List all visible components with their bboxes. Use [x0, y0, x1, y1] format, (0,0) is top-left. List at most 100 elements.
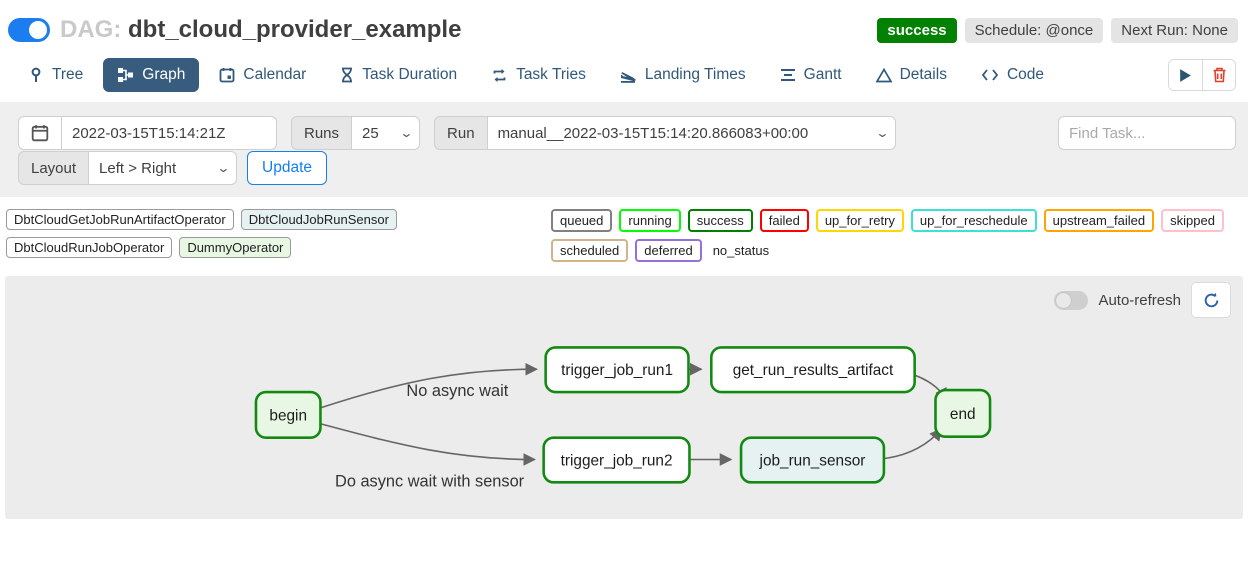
refresh-icon: [1204, 292, 1218, 307]
tab-label: Task Tries: [516, 66, 586, 83]
hourglass-icon: [340, 67, 354, 83]
tab-task-duration[interactable]: Task Duration: [326, 58, 471, 92]
tab-label: Gantt: [803, 66, 842, 83]
status-chip-upstream_failed[interactable]: upstream_failed: [1043, 209, 1155, 232]
tab-label: Landing Times: [644, 66, 746, 83]
edge-label: No async wait: [406, 382, 508, 400]
tab-calendar[interactable]: Calendar: [205, 58, 320, 92]
operator-chip: DummyOperator: [179, 237, 292, 258]
layout-label: Layout: [18, 151, 90, 185]
chevron-down-icon: ⌄: [399, 126, 414, 140]
tab-tree[interactable]: Tree: [14, 58, 97, 92]
run-select[interactable]: manual__2022-03-15T15:14:20.866083+00:00…: [487, 116, 896, 150]
dag-pause-toggle[interactable]: [8, 18, 50, 42]
tab-label: Tree: [52, 66, 84, 83]
status-chip-scheduled[interactable]: scheduled: [551, 239, 629, 262]
refresh-button[interactable]: [1191, 282, 1231, 318]
dag-name-label: dbt_cloud_provider_example: [128, 16, 462, 43]
operator-chip: DbtCloudGetJobRunArtifactOperator: [6, 209, 234, 230]
next-run-badge: Next Run: None: [1111, 17, 1238, 43]
status-chip-running[interactable]: running: [619, 209, 681, 232]
view-tabs: Tree Graph Calendar Task Duration Task Tries…: [14, 58, 1058, 92]
layout-group: Layout Left > Right⌄: [18, 151, 238, 185]
auto-refresh-label: Auto-refresh: [1098, 291, 1181, 309]
run-label: Run: [434, 116, 488, 150]
edge-label: Do async wait with sensor: [335, 472, 525, 490]
tab-label: Graph: [142, 66, 186, 83]
delete-dag-button[interactable]: [1202, 60, 1235, 90]
calendar-icon: [31, 125, 49, 142]
code-icon: [981, 68, 999, 82]
task-node-label: job_run_sensor: [759, 452, 866, 469]
tab-label: Calendar: [243, 66, 307, 83]
status-chip-success[interactable]: success: [687, 209, 753, 232]
operator-chip: DbtCloudJobRunSensor: [240, 209, 397, 230]
calendar-button[interactable]: [18, 116, 62, 150]
task-node-trigger_job_run2[interactable]: trigger_job_run2: [542, 436, 691, 484]
status-chip-up_for_reschedule[interactable]: up_for_reschedule: [910, 209, 1037, 232]
find-task-input[interactable]: [1058, 116, 1236, 150]
triangle-icon: [875, 67, 892, 83]
status-chip-no_status[interactable]: no_status: [712, 243, 770, 258]
execution-date-group: [18, 116, 277, 150]
status-badge[interactable]: success: [877, 17, 957, 43]
edge-job_run_sensor-to-end: [883, 427, 943, 460]
chevron-down-icon: ⌄: [216, 161, 231, 175]
tab-code[interactable]: Code: [967, 58, 1058, 92]
task-node-label: trigger_job_run1: [561, 362, 673, 379]
tab-landing-times[interactable]: Landing Times: [606, 58, 760, 92]
tabs-row: Tree Graph Calendar Task Duration Task Tries…: [0, 54, 1248, 102]
play-icon: [1180, 68, 1191, 82]
task-node-label: trigger_job_run2: [561, 452, 673, 469]
task-node-label: begin: [269, 407, 307, 424]
tree-icon: [28, 67, 44, 83]
dag-graph: No async wait Do async wait with sensor be…: [254, 346, 992, 490]
tab-task-tries[interactable]: Task Tries: [477, 58, 600, 92]
toggle-knob: [29, 21, 47, 39]
calendar-icon: [219, 67, 235, 83]
page-title: DAG: dbt_cloud_provider_example: [60, 16, 461, 44]
task-node-end[interactable]: end: [934, 388, 992, 438]
edge-begin-to-trigger_job_run2: [320, 423, 536, 466]
status-chip-up_for_retry[interactable]: up_for_retry: [815, 209, 904, 232]
tab-details[interactable]: Details: [862, 58, 961, 92]
execution-date-input[interactable]: [62, 116, 277, 150]
tab-graph[interactable]: Graph: [103, 58, 200, 92]
toggle-knob: [1056, 292, 1072, 308]
tab-label: Task Duration: [362, 66, 458, 83]
runs-label: Runs: [291, 116, 353, 150]
schedule-badge: Schedule: @once: [964, 17, 1104, 43]
tab-label: Details: [899, 66, 947, 83]
trigger-dag-button[interactable]: [1169, 60, 1202, 90]
task-node-job_run_sensor[interactable]: job_run_sensor: [739, 436, 886, 484]
tab-label: Code: [1006, 66, 1045, 83]
plane-landing-icon: [620, 68, 637, 83]
status-chip-failed[interactable]: failed: [759, 209, 809, 232]
task-node-label: get_run_results_artifact: [733, 362, 894, 379]
gantt-icon: [780, 68, 796, 82]
task-node-get_run_results_artifact[interactable]: get_run_results_artifact: [710, 346, 916, 394]
status-legend: queued running success failed up_for_retry up…: [551, 209, 1238, 262]
update-button[interactable]: Update: [247, 151, 328, 185]
dag-actions: [1168, 59, 1236, 91]
trash-icon: [1213, 67, 1225, 83]
dag-graph-panel: Auto-refresh No async wait Do async wait …: [5, 276, 1243, 519]
operator-chip: DbtCloudRunJobOperator: [6, 237, 173, 258]
auto-refresh-toggle[interactable]: [1054, 290, 1089, 310]
runs-group: Runs 25⌄: [291, 116, 421, 150]
runs-select[interactable]: 25⌄: [352, 116, 421, 150]
dag-header: DAG: dbt_cloud_provider_example success …: [0, 0, 1248, 54]
status-chip-queued[interactable]: queued: [551, 209, 613, 232]
task-node-begin[interactable]: begin: [254, 390, 322, 439]
edge-begin-to-trigger_job_run1: [320, 362, 538, 409]
status-chip-skipped[interactable]: skipped: [1161, 209, 1224, 232]
layout-select[interactable]: Left > Right⌄: [89, 151, 238, 185]
task-node-trigger_job_run1[interactable]: trigger_job_run1: [544, 346, 690, 394]
dag-prefix-label: DAG:: [60, 16, 122, 43]
tab-gantt[interactable]: Gantt: [766, 58, 856, 92]
status-chip-deferred[interactable]: deferred: [635, 239, 702, 262]
task-node-label: end: [950, 406, 976, 423]
run-group: Run manual__2022-03-15T15:14:20.866083+0…: [434, 116, 896, 150]
